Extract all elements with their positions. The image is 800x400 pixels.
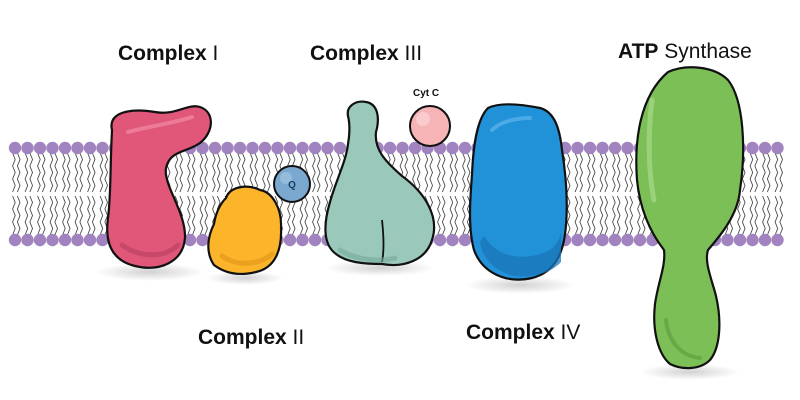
complex-4-protein	[468, 103, 568, 281]
complex-4-label-word: Complex	[466, 321, 555, 344]
complex-3-label-word: Complex	[310, 42, 399, 65]
atp-synthase-label: ATP Synthase	[618, 41, 752, 62]
atp-synthase-label-word: ATP	[618, 40, 659, 63]
cyt-c-label: Cyt C	[413, 88, 440, 99]
atp-synthase-label-rest: Synthase	[664, 40, 752, 63]
complex-4-label-numeral: IV	[560, 321, 581, 344]
ubiquinone-q	[273, 165, 311, 203]
complex-3-protein	[324, 100, 436, 266]
complex-3-label-numeral: III	[404, 42, 423, 65]
complex-1-body	[106, 105, 212, 269]
complex-4-label: Complex IV	[466, 322, 580, 343]
q-label: Q	[288, 180, 296, 191]
atp-synthase-body	[635, 66, 745, 370]
atp-synthase-protein	[635, 66, 745, 370]
complex-2-label: Complex II	[198, 327, 304, 348]
complex-2-label-word: Complex	[198, 326, 287, 349]
complex-1-label-numeral: I	[212, 42, 219, 65]
complex-1-label-word: Complex	[118, 42, 207, 65]
complex-2-protein	[207, 185, 283, 276]
protein-shadows	[95, 260, 740, 380]
complex-2-body	[207, 185, 283, 276]
complex-3-body	[324, 100, 436, 266]
complex-1-protein	[106, 105, 212, 269]
cytochrome-c	[409, 105, 451, 147]
complex-2-label-numeral: II	[292, 326, 305, 349]
complex-3-label: Complex III	[310, 43, 422, 64]
complex-1-label: Complex I	[118, 43, 218, 64]
